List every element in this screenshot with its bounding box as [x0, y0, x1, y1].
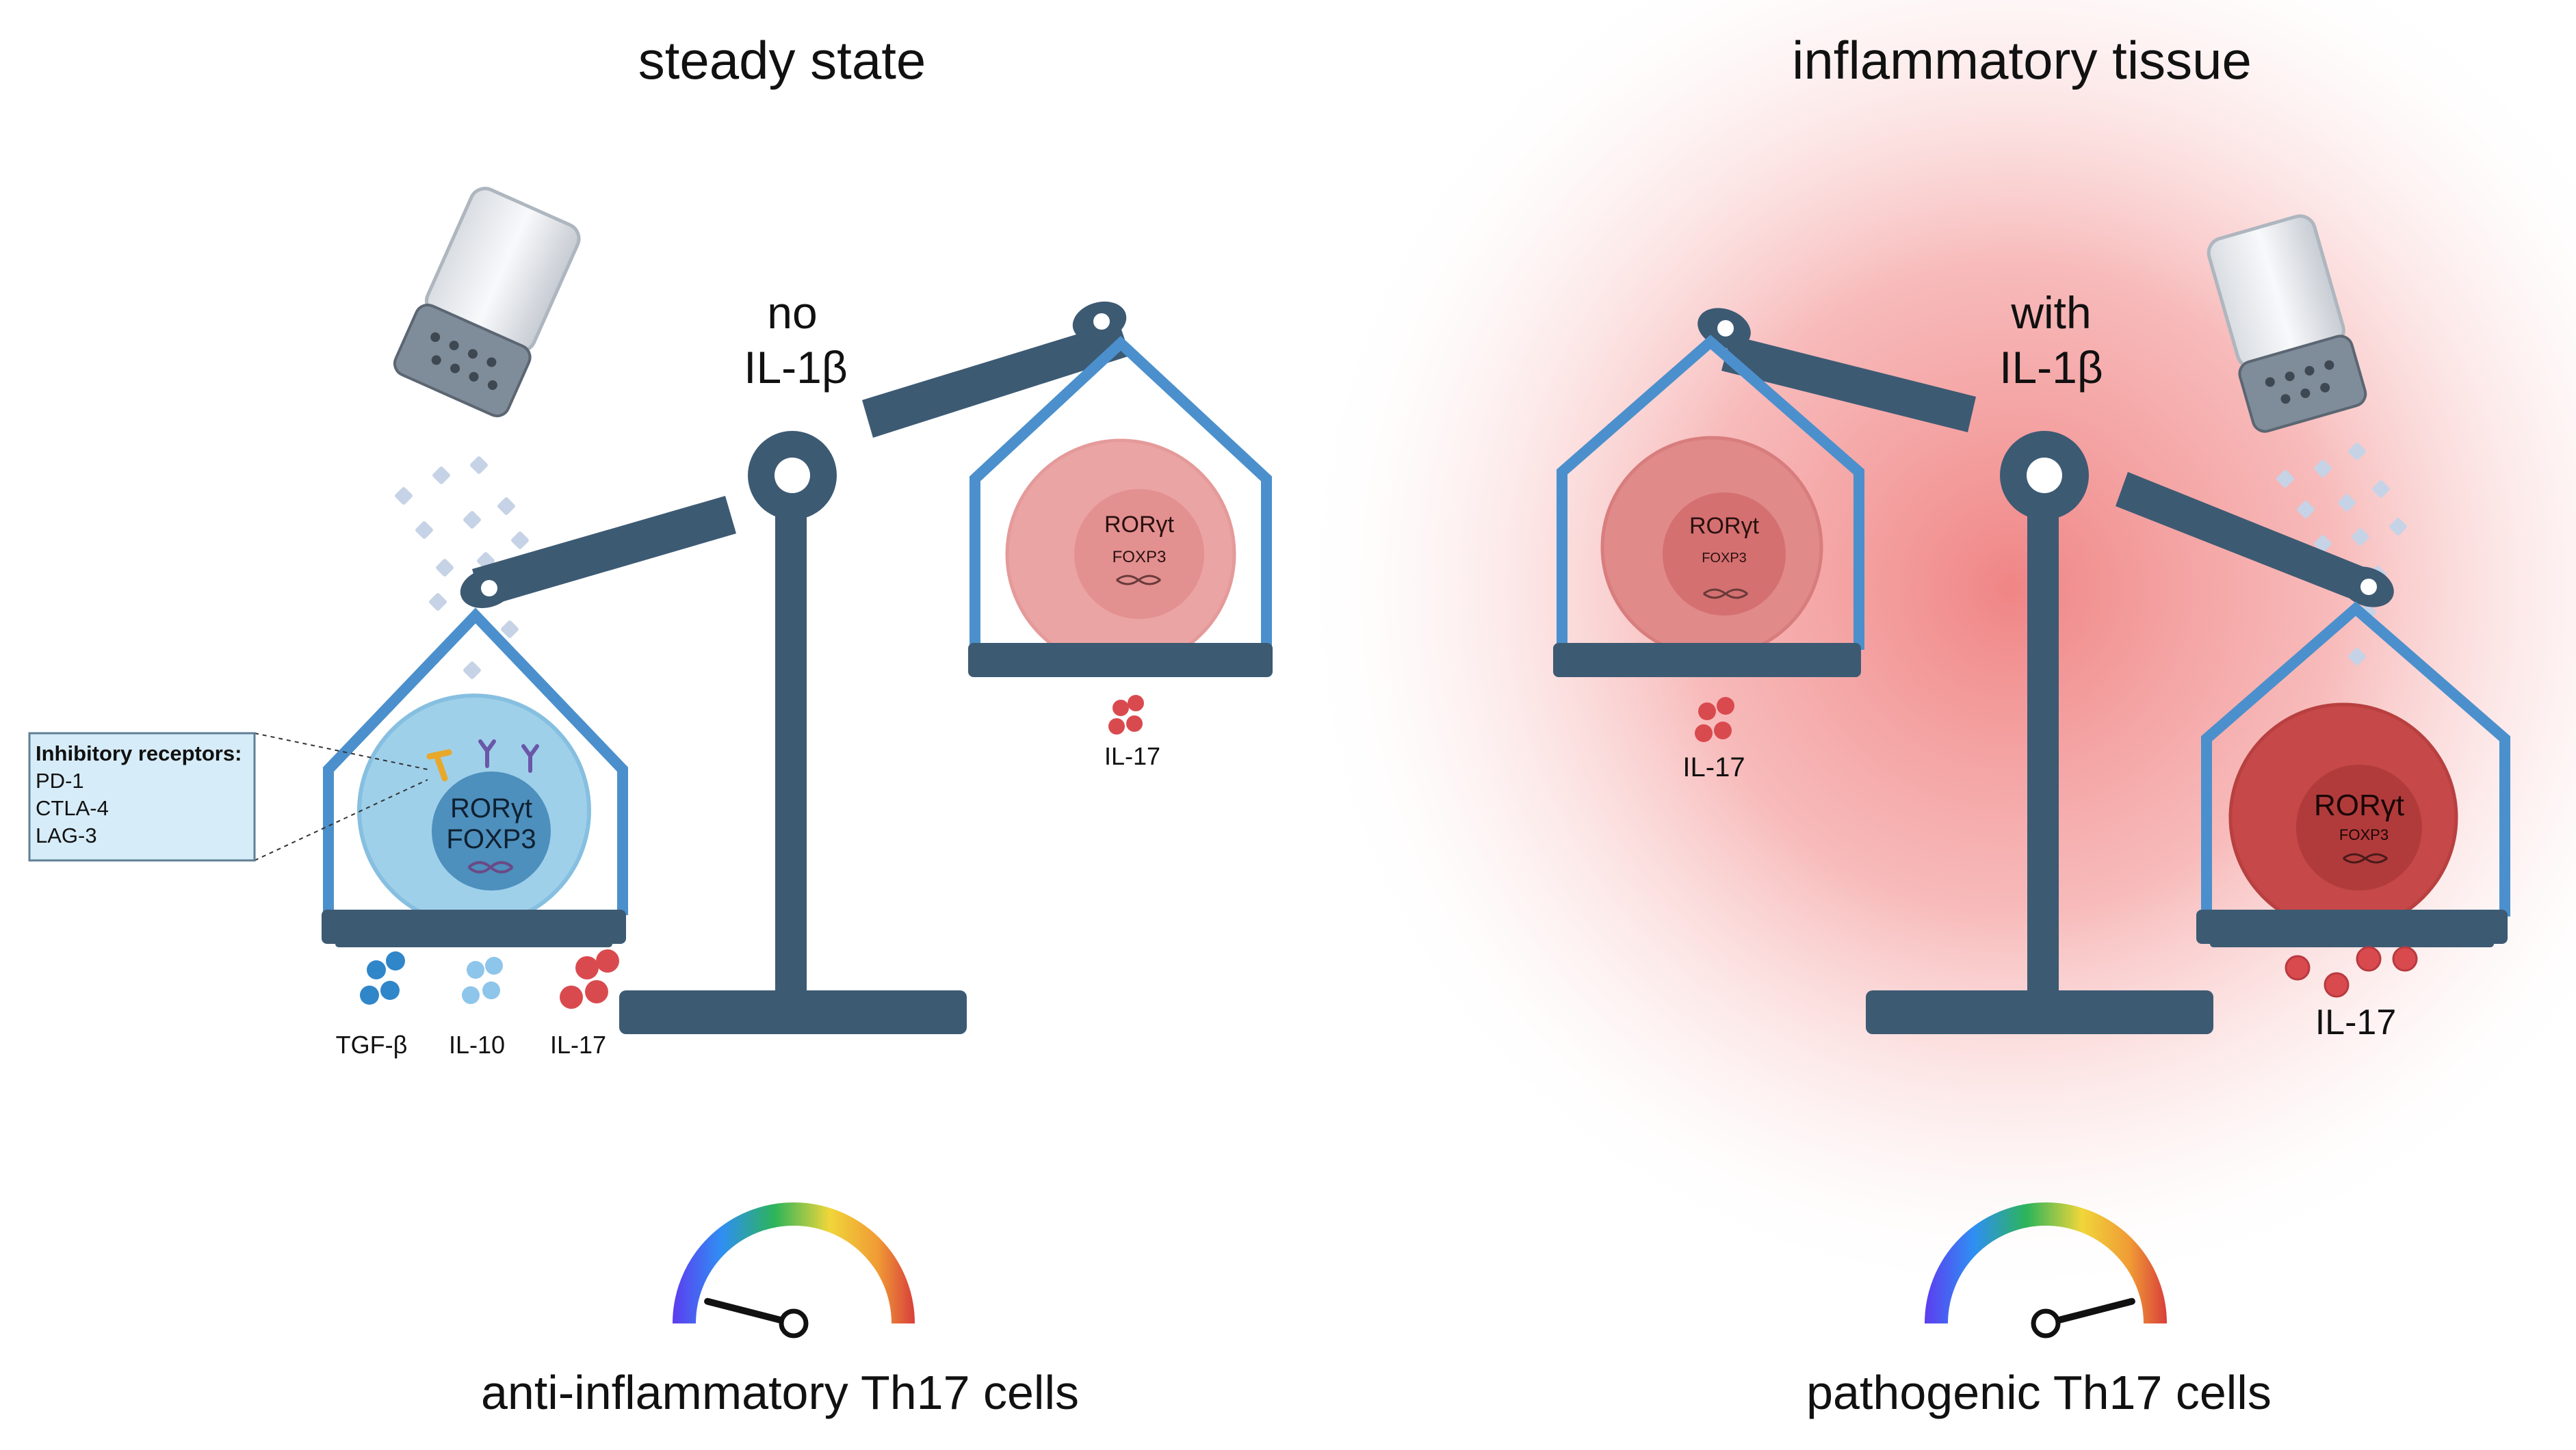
cytokine-label: IL-10	[449, 1031, 505, 1059]
cytokine-cluster-il17	[2285, 946, 2418, 998]
pink-cell-marker-top: RORγt	[1104, 512, 1175, 538]
red-cell-marker-top: RORγt	[2314, 789, 2404, 822]
pan-tray	[322, 910, 626, 944]
dna-icon	[467, 861, 514, 873]
cytokine-label: IL-17	[550, 1031, 606, 1059]
blue-cell-marker-top: RORγt	[450, 793, 532, 823]
heavy-pan: RORγt FOXP3	[322, 607, 628, 947]
pan-frame	[2201, 601, 2510, 917]
right-caption: pathogenic Th17 cells	[1806, 1366, 2272, 1419]
receptor-icon-2	[478, 739, 539, 773]
gauge-arc	[673, 1202, 915, 1324]
pink-cell: RORγt FOXP3	[1005, 438, 1236, 670]
light-pan: RORγt FOXP3	[1553, 334, 1864, 677]
scale-pillar	[775, 492, 807, 1012]
receptor-callout: Inhibitory receptors: PD-1 CTLA-4 LAG-3	[28, 732, 428, 862]
pan-frame	[323, 607, 628, 915]
balance-scale	[460, 301, 1130, 1034]
receptor-item: PD-1	[36, 769, 84, 793]
condition-line2: IL-1β	[1999, 342, 2103, 393]
red-cell: RORγt FOXP3	[2228, 702, 2458, 932]
left-panel: steady state	[28, 30, 1273, 1419]
cytokine-label: IL-17	[2315, 1003, 2397, 1042]
cytokine-cluster-il17	[560, 949, 619, 1009]
salt-shaker-icon	[2207, 214, 2367, 433]
light-pan: RORγt FOXP3	[968, 336, 1273, 677]
pan-tray	[1553, 643, 1861, 677]
scale-base	[619, 990, 967, 1034]
cytokine-cluster-il10	[462, 957, 503, 1004]
condition-line2: IL-1β	[744, 342, 848, 393]
gauge-needle	[2042, 1297, 2135, 1327]
cytokine-cluster-tgfb	[360, 951, 405, 1005]
pink-cell-marker-top: RORγt	[1689, 513, 1760, 539]
gauge-needle	[704, 1297, 797, 1327]
cytokine-label: TGF-β	[336, 1031, 408, 1059]
salt-shaker-icon	[393, 187, 581, 418]
heavy-pan: RORγt FOXP3	[2196, 601, 2510, 947]
pathogenicity-gauge	[1925, 1202, 2167, 1339]
pink-cell-marker-bottom: FOXP3	[1702, 551, 1747, 566]
pan-frame	[970, 336, 1272, 653]
scale-base	[1866, 990, 2213, 1034]
left-caption: anti-inflammatory Th17 cells	[481, 1366, 1079, 1419]
cytokine-cluster-il17	[1108, 695, 1144, 735]
dna-icon	[1703, 588, 1748, 599]
pan-frame	[1557, 334, 1864, 650]
receptor-item: LAG-3	[36, 823, 97, 847]
receptor-heading: Inhibitory receptors:	[36, 741, 242, 765]
right-title: inflammatory tissue	[1792, 30, 2252, 90]
scale-pillar	[2027, 499, 2059, 1012]
cytokine-label: IL-17	[1104, 742, 1160, 770]
scale-beam-left	[1721, 335, 1976, 432]
left-title: steady state	[638, 30, 926, 90]
pink-cell: RORγt FOXP3	[1600, 436, 1823, 659]
red-cell-marker-bottom: FOXP3	[2339, 826, 2389, 843]
scale-beam-left	[472, 496, 736, 607]
receptor-item: CTLA-4	[36, 796, 109, 820]
pan-tray	[968, 643, 1273, 677]
condition-line1: with	[2010, 287, 2091, 338]
pink-cell-marker-bottom: FOXP3	[1113, 548, 1167, 566]
gauge-arc	[1925, 1202, 2167, 1324]
cytokine-cluster-il17	[1695, 697, 1734, 742]
pan-tray	[2196, 910, 2508, 944]
dna-icon	[1116, 575, 1161, 585]
receptor-icon	[426, 749, 452, 782]
right-panel: inflammatory tissue	[1553, 30, 2510, 1419]
cytokine-label: IL-17	[1682, 752, 1745, 782]
scale-beam-right	[862, 321, 1130, 438]
scale-beam-right	[2116, 472, 2374, 603]
dna-icon	[2343, 853, 2388, 864]
pathogenicity-gauge	[673, 1202, 915, 1339]
receptor-box	[28, 732, 256, 862]
blue-cell: RORγt FOXP3	[357, 694, 591, 927]
condition-line1: no	[767, 287, 817, 338]
blue-cell-marker-bottom: FOXP3	[446, 824, 536, 854]
balance-scale	[1697, 308, 2394, 1034]
